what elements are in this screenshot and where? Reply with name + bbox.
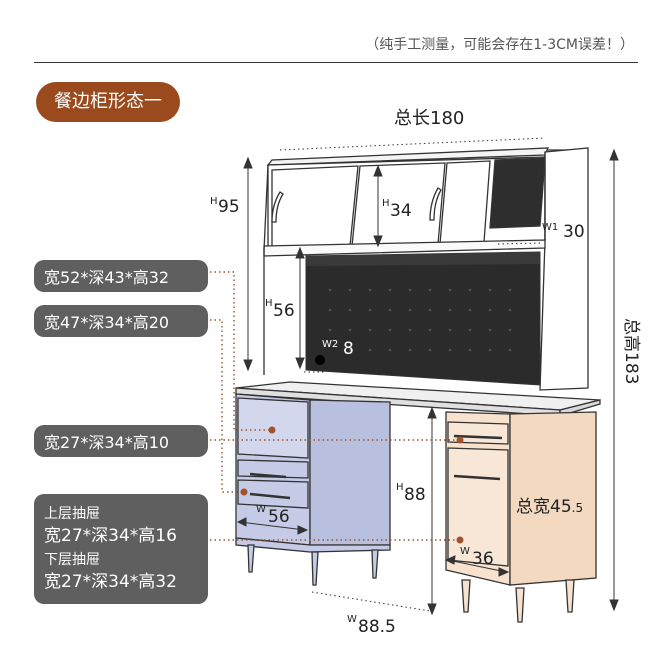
- dimension-lines: [236, 137, 619, 616]
- leader-lines: [210, 271, 460, 541]
- h56-sup: H: [265, 298, 273, 309]
- w885-value: 88.5: [358, 617, 396, 637]
- dimension-pill-small-drawer: 宽27*深34*高10: [34, 425, 208, 457]
- h56-value: 56: [273, 301, 295, 321]
- leader-dots: [240, 426, 464, 544]
- w36-value: 36: [472, 549, 494, 569]
- right-cabinet: [445, 411, 597, 623]
- total-length-label: 总长180: [394, 108, 464, 129]
- header-divider: [34, 62, 638, 63]
- upper-hutch: [263, 147, 589, 391]
- measurement-note: （纯手工测量，可能会存在1-3CM误差！）: [365, 37, 634, 53]
- w1-sup: W1: [542, 222, 558, 233]
- h88-sup: H: [396, 482, 404, 493]
- w56-sup: W: [256, 504, 266, 515]
- h88-value: 88: [404, 485, 426, 505]
- h95-value: 95: [218, 197, 240, 217]
- w2-sup: W2: [322, 339, 338, 350]
- w1-value: 30: [563, 222, 585, 242]
- upper-drawer-title: 上层抽屉: [44, 506, 100, 522]
- dimension-pill-shelf: 宽47*深34*高20: [34, 305, 208, 337]
- total-height-label: 总高183: [621, 318, 641, 384]
- pegboard-panel: [305, 251, 541, 386]
- lower-drawer-dims: 宽27*深34*高32: [44, 572, 177, 592]
- lower-drawer-title: 下层抽屉: [44, 552, 100, 568]
- h34-value: 34: [390, 201, 412, 221]
- w885-sup: W: [347, 614, 357, 625]
- h95-sup: H: [210, 196, 218, 207]
- w56-value: 56: [268, 507, 290, 527]
- h34-sup: H: [382, 198, 390, 209]
- left-cabinet: [235, 393, 391, 586]
- upper-drawer-dims: 宽27*深34*高16: [44, 526, 177, 546]
- form-title-badge: 餐边柜形态一: [36, 82, 180, 122]
- dimension-pill-top: 宽52*深43*高32: [34, 260, 208, 292]
- total-width-label: 总宽45.5: [516, 497, 583, 517]
- w2-value: 8: [343, 339, 354, 359]
- drawer-dimensions-box: 上层抽屉 宽27*深34*高16 下层抽屉 宽27*深34*高32: [34, 494, 208, 604]
- w36-sup: W: [460, 546, 470, 557]
